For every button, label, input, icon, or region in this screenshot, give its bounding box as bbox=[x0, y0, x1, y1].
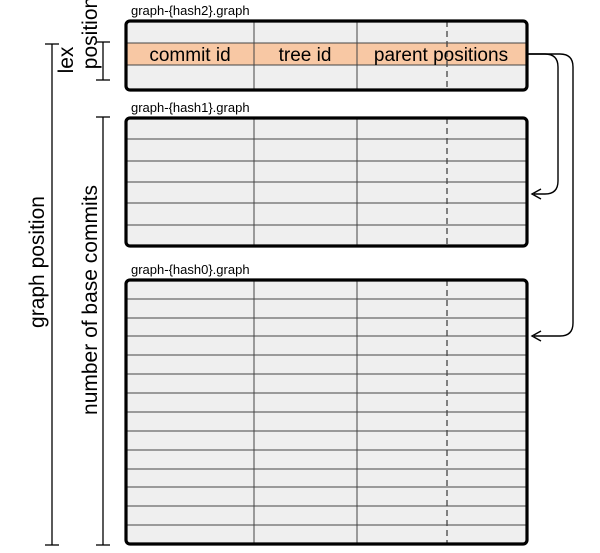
highlighted-row bbox=[126, 43, 527, 65]
base-commits-bracket bbox=[96, 116, 110, 546]
graph-file-hash1: graph-{hash1}.graph bbox=[124, 100, 529, 248]
graph-position-bracket bbox=[45, 43, 59, 546]
lex-position-bracket bbox=[96, 41, 110, 81]
graph-file-hash2-name: graph-{hash2}.graph bbox=[131, 3, 250, 18]
graph-position-label: graph position bbox=[26, 196, 49, 328]
column-header-parent-positions: parent positions bbox=[374, 45, 508, 66]
parent-arrow-to-hash0 bbox=[527, 53, 574, 342]
lex-label: lex bbox=[55, 46, 78, 73]
graph-file-hash1-name: graph-{hash1}.graph bbox=[131, 100, 250, 115]
graph-file-hash0-name: graph-{hash0}.graph bbox=[131, 262, 250, 277]
graph-file-hash2: graph-{hash2}.graph commit id tree id pa… bbox=[124, 3, 529, 92]
position-label: position bbox=[79, 0, 102, 69]
base-commits-label: number of base commits bbox=[79, 185, 102, 415]
column-header-commit-id: commit id bbox=[149, 45, 230, 66]
parent-arrow-to-hash1 bbox=[527, 53, 559, 200]
column-header-tree-id: tree id bbox=[279, 45, 332, 66]
graph-file-hash0: graph-{hash0}.graph bbox=[124, 262, 529, 546]
